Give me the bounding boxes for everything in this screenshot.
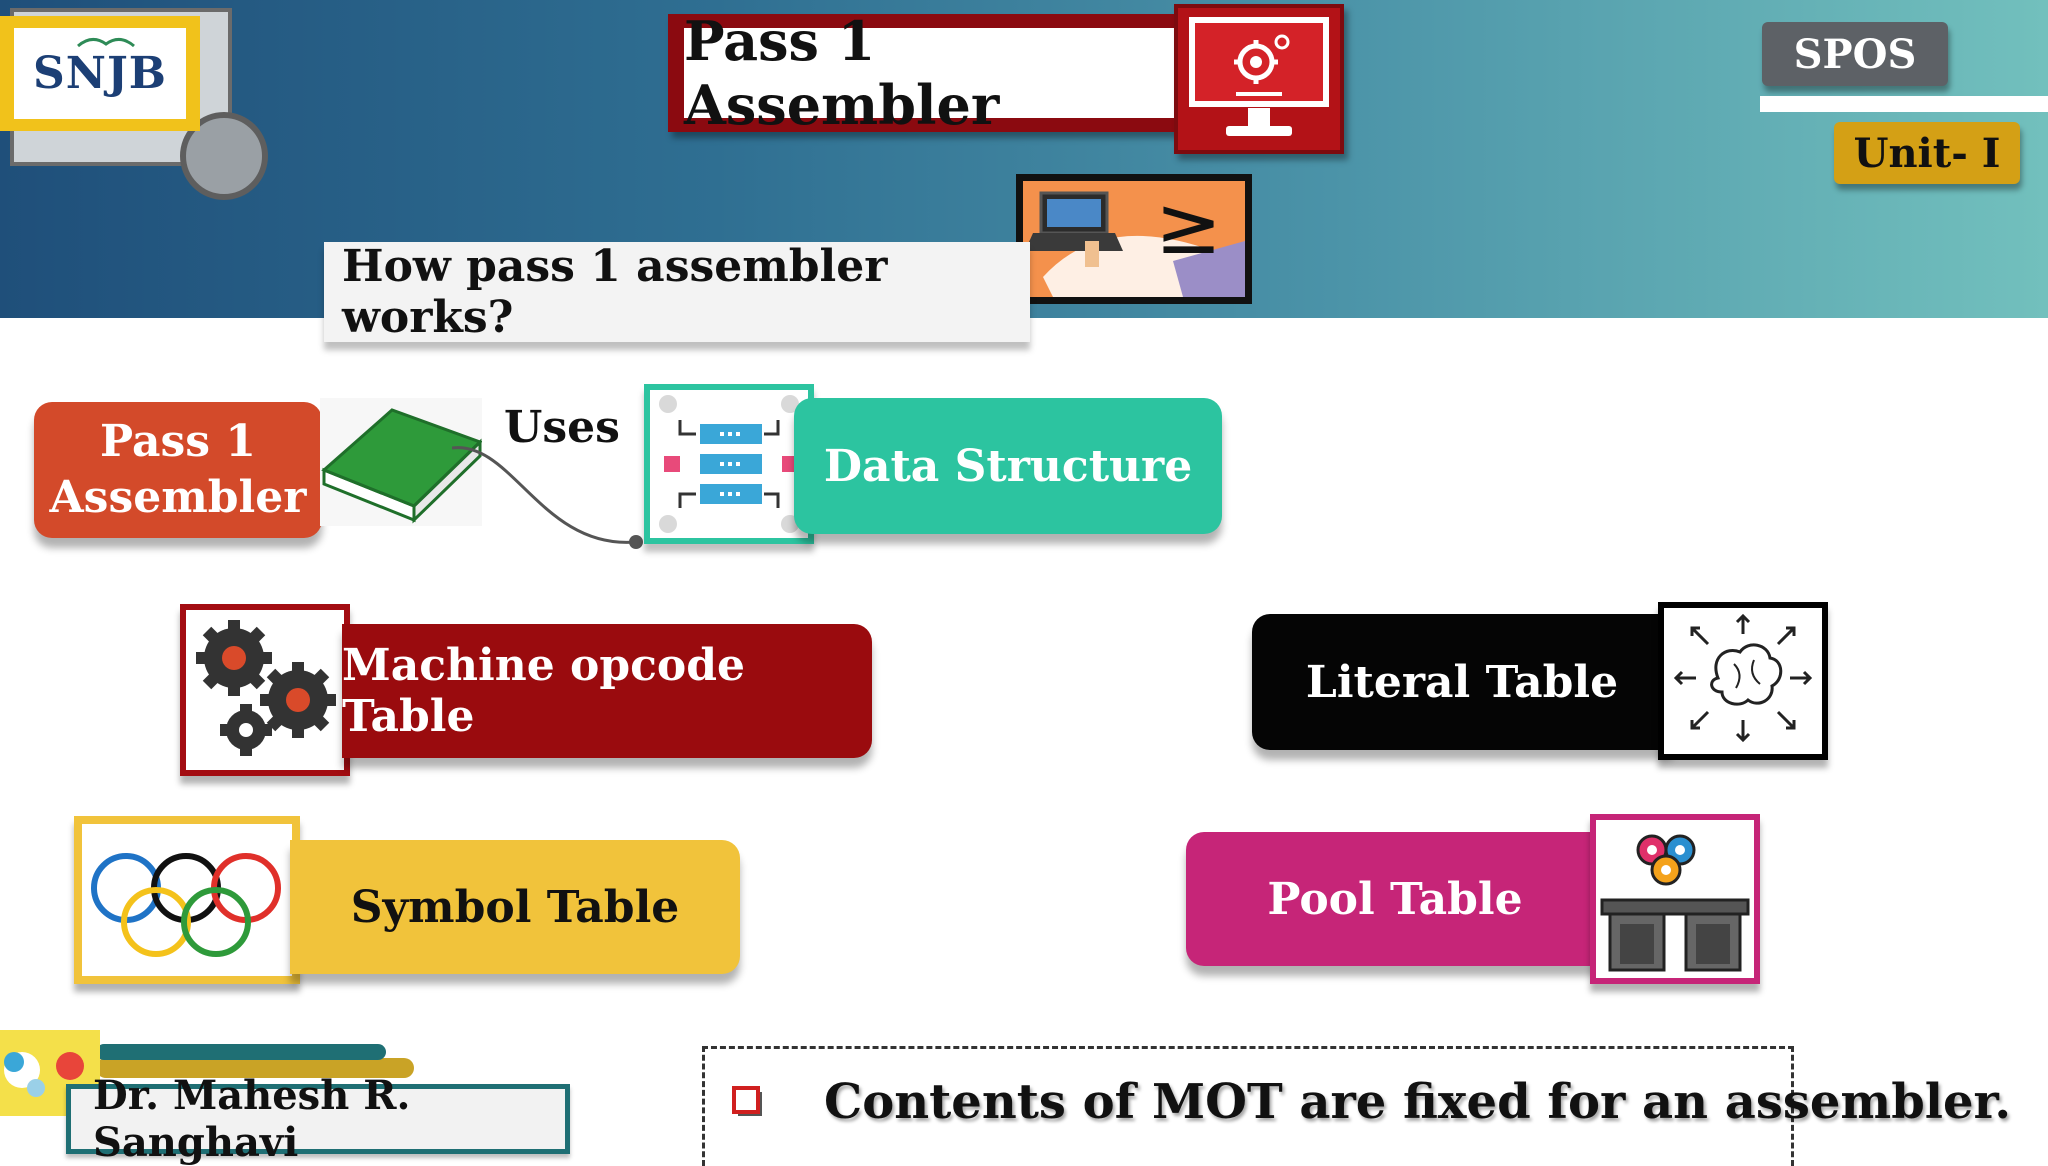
page-title: Pass 1 Assembler xyxy=(684,9,1182,137)
monitor-gear-icon xyxy=(1174,4,1344,154)
laptop-terminal-icon: ≥ xyxy=(1016,174,1252,304)
pool-table-box: Pool Table xyxy=(1186,832,1604,966)
checkbox-bullet-icon xyxy=(732,1086,762,1116)
unit-badge: Unit- I xyxy=(1834,122,2020,184)
author-name: Dr. Mahesh R. Sanghavi xyxy=(66,1072,570,1166)
header-divider-line xyxy=(1760,96,2048,112)
logo-book-icon xyxy=(77,38,135,48)
note-frame xyxy=(702,1046,1794,1166)
svg-text:≥: ≥ xyxy=(1155,181,1222,272)
logo: SNJB xyxy=(0,16,200,131)
subject-badge: SPOS xyxy=(1762,22,1948,86)
uses-connector-line xyxy=(452,446,643,549)
brain-icon xyxy=(1658,602,1828,760)
book-icon xyxy=(320,398,483,526)
logo-text: SNJB xyxy=(32,48,167,99)
rings-icon xyxy=(74,816,300,984)
question-banner: How pass 1 assembler works? xyxy=(324,241,1030,343)
machine-opcode-table-box: Machine opcode Table xyxy=(342,624,872,758)
symbol-table-box: Symbol Table xyxy=(290,840,740,974)
gears-icon xyxy=(180,604,350,776)
data-structure-icon xyxy=(644,384,814,544)
pool-balls-desk-icon xyxy=(1590,814,1760,984)
pass1-line1: Pass 1 xyxy=(100,416,256,467)
pass1-line2: Assembler xyxy=(49,472,307,523)
title-frame: Pass 1 Assembler xyxy=(668,9,1198,137)
footer-decor-bar-gold xyxy=(96,1058,414,1078)
data-structure-box: Data Structure xyxy=(794,398,1222,534)
footer-decor-bar-teal xyxy=(96,1044,386,1060)
logo-decor-circle xyxy=(180,112,268,200)
pass1-assembler-box: Pass 1 Assembler xyxy=(34,402,322,538)
literal-table-box: Literal Table xyxy=(1252,614,1672,750)
note-text: Contents of MOT are fixed for an assembl… xyxy=(824,1074,2012,1130)
uses-label: Uses xyxy=(504,402,620,453)
logo-inner: SNJB xyxy=(14,28,186,119)
